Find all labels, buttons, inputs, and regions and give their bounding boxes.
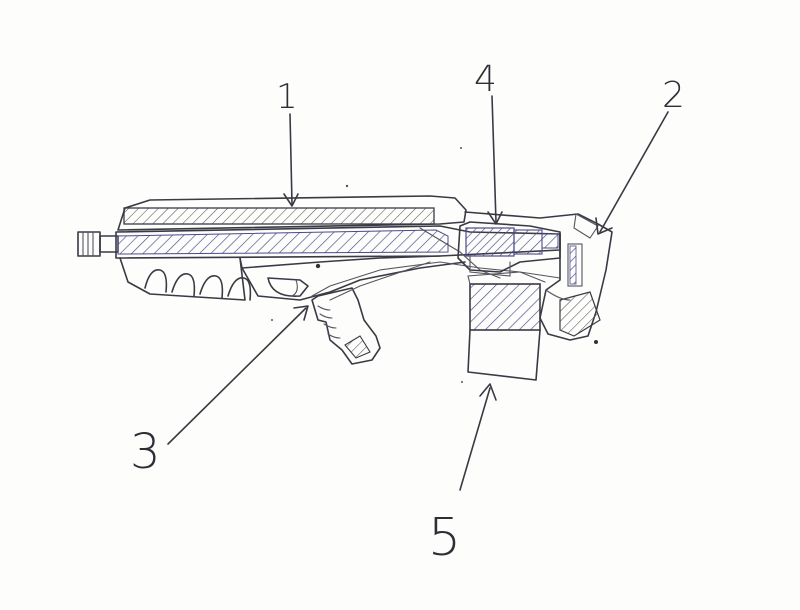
arrow-5 xyxy=(459,387,491,491)
callout-label-5: 5 xyxy=(428,508,462,568)
bolt-assembly xyxy=(457,221,561,277)
receiver xyxy=(239,255,466,301)
arrow-4 xyxy=(491,95,497,223)
callout-label-1: 1 xyxy=(276,77,298,117)
handguard xyxy=(119,257,252,301)
arrow-2 xyxy=(599,111,669,233)
top-rail xyxy=(117,195,467,231)
pistol-grip xyxy=(311,287,381,365)
callout-label-4: 4 xyxy=(474,59,497,100)
magazine xyxy=(467,271,546,381)
pencil-specks xyxy=(271,147,463,383)
leader-arrows xyxy=(167,95,669,491)
callout-label-3: 3 xyxy=(130,424,161,480)
arrow-1 xyxy=(289,113,293,205)
muzzle-device xyxy=(77,231,119,257)
callout-label-2: 2 xyxy=(662,75,685,116)
stock xyxy=(464,211,613,344)
arrow-3 xyxy=(167,307,307,445)
